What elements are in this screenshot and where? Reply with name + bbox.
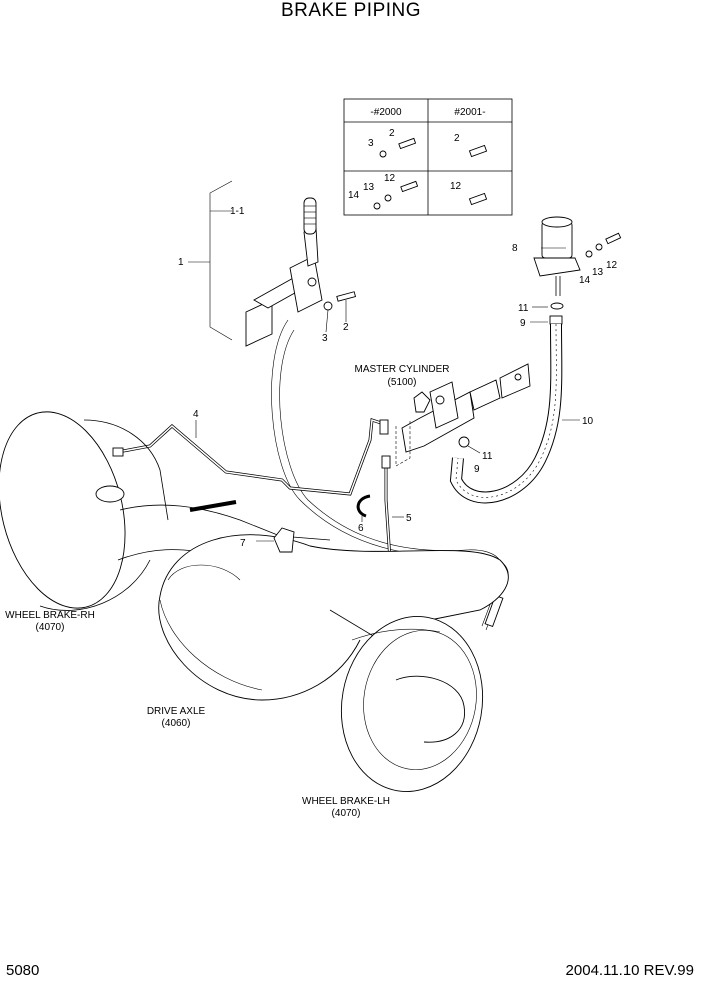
pushrod-clevis [499,363,531,399]
label-9-bottom: 9 [474,464,480,475]
label-master-cylinder-ref: (5100) [388,377,417,388]
label-5: 5 [406,513,412,524]
label-7: 7 [240,538,246,549]
table-label-12b: 12 [450,181,462,192]
label-10: 10 [582,416,594,427]
label-11-bottom: 11 [482,451,493,462]
serial-table: -#2000 #2001- 2 3 2 12 13 14 12 [343,98,513,216]
lever-grip [303,197,317,235]
page-number: 5080 [6,962,40,979]
table-label-14a: 14 [348,190,360,201]
brake-lever-assembly [188,180,357,347]
label-3: 3 [322,333,328,344]
label-1: 1 [178,257,184,268]
clip-6 [356,494,371,522]
label-12: 12 [606,260,618,271]
bolt-icon [379,137,417,158]
label-9-top: 9 [520,318,526,329]
label-master-cylinder: MASTER CYLINDER [354,364,449,375]
table-label-13a: 13 [363,182,375,193]
table-label-12a: 12 [384,173,396,184]
revision-date: 2004.11.10 REV.99 [565,962,694,979]
label-13: 13 [592,267,604,278]
label-drive-axle-ref: (4060) [162,718,191,729]
master-cylinder [395,363,531,467]
label-2: 2 [343,322,349,333]
label-4: 4 [193,409,199,420]
label-wheel-brake-lh: WHEEL BRAKE-LH [302,796,390,807]
page-title: BRAKE PIPING [280,0,422,21]
label-wheel-brake-rh: WHEEL BRAKE-RH [5,610,95,621]
drive-axle [0,411,509,792]
table-label-2b: 2 [454,133,460,144]
table-label-2a: 2 [389,128,395,139]
flange-bolt-icon [468,192,488,206]
label-8: 8 [512,243,518,254]
label-11-top: 11 [518,303,529,314]
bolt-washer-icon [373,180,419,210]
label-wheel-brake-lh-ref: (4070) [332,808,361,819]
label-1-1: 1-1 [230,206,245,217]
label-wheel-brake-rh-ref: (4070) [36,622,65,633]
flange-bolt-icon [468,144,488,158]
label-drive-axle: DRIVE AXLE [147,706,206,717]
brake-pipe-rh [112,417,389,496]
brake-hose [449,323,580,504]
reservoir-assembly [530,216,622,325]
label-6: 6 [358,523,364,534]
table-header-before: -#2000 [370,107,402,118]
table-header-after: #2001- [454,107,485,118]
wheel-brake-rh-drum [0,411,126,609]
table-label-3a: 3 [368,138,374,149]
label-14: 14 [579,275,591,286]
